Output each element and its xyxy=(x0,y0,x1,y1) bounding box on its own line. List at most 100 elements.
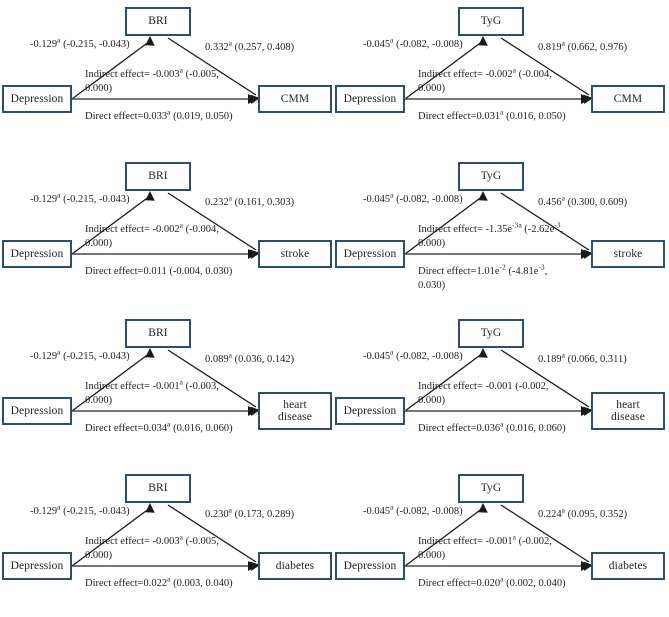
outcome-label: stroke xyxy=(280,247,310,260)
direct-path-arrow xyxy=(72,561,258,571)
mediator-node-bri: BRI xyxy=(125,474,191,503)
b-path-label: 0.819a (0.662, 0.976) xyxy=(538,38,628,53)
exposure-node-depression: Depression xyxy=(2,397,72,425)
direct-path-arrow xyxy=(405,561,591,571)
indirect-effect-label: Indirect effect= -0.003a (-0.005, 0.000) xyxy=(85,532,219,561)
direct-effect-label: Direct effect=0.036a (0.016, 0.060) xyxy=(418,419,566,434)
outcome-node-diabetes: diabetes xyxy=(258,552,332,580)
exposure-node-depression: Depression xyxy=(2,552,72,580)
mediator-label: TyG xyxy=(480,327,502,340)
exposure-node-depression: Depression xyxy=(335,552,405,580)
exposure-label: Depression xyxy=(343,247,397,260)
outcome-node-diabetes: diabetes xyxy=(591,552,665,580)
exposure-node-depression: Depression xyxy=(2,85,72,113)
mediator-label: TyG xyxy=(480,170,502,183)
mediator-node-tyg: TyG xyxy=(458,474,524,503)
path-arrows xyxy=(404,503,593,571)
mediation-panel-tyg-diabetes: Depression TyG diabetes -0.045a (-0.082,… xyxy=(333,467,668,617)
outcome-node-stroke: stroke xyxy=(591,240,665,268)
indirect-effect-label: Indirect effect= -0.001a (-0.002, 0.000) xyxy=(418,532,552,561)
mediator-label: TyG xyxy=(480,15,502,28)
direct-effect-label: Direct effect=0.031a (0.016, 0.050) xyxy=(418,107,566,122)
a-path-arrow xyxy=(71,36,155,100)
indirect-effect-label: Indirect effect= -0.001 (-0.002, 0.000) xyxy=(418,381,549,406)
exposure-label: Depression xyxy=(343,92,397,105)
direct-effect-label: Direct effect=0.011 (-0.004, 0.030) xyxy=(85,266,233,277)
direct-path-arrow xyxy=(72,249,258,259)
exposure-label: Depression xyxy=(10,559,64,572)
exposure-label: Depression xyxy=(10,92,64,105)
path-arrows xyxy=(71,348,260,416)
outcome-label: stroke xyxy=(613,247,643,260)
b-path-label: 0.230a (0.173, 0.289) xyxy=(205,505,295,520)
mediator-label: TyG xyxy=(480,482,502,495)
exposure-label: Depression xyxy=(343,559,397,572)
mediator-node-bri: BRI xyxy=(125,319,191,348)
mediator-label: BRI xyxy=(148,15,168,28)
mediator-node-bri: BRI xyxy=(125,7,191,36)
b-path-label: 0.224a (0.095, 0.352) xyxy=(538,505,628,520)
direct-path-arrow xyxy=(405,406,591,416)
b-path-label: 0.089a (0.036, 0.142) xyxy=(205,350,295,365)
exposure-node-depression: Depression xyxy=(335,85,405,113)
mediator-node-tyg: TyG xyxy=(458,162,524,191)
mediator-label: BRI xyxy=(148,327,168,340)
outcome-label: diabetes xyxy=(275,559,315,572)
direct-path-arrow xyxy=(72,406,258,416)
a-path-arrow xyxy=(404,348,488,412)
a-path-arrow xyxy=(71,191,155,255)
a-path-arrow xyxy=(404,503,488,567)
mediation-panel-bri-diabetes: Depression BRI diabetes -0.129a (-0.215,… xyxy=(0,467,335,617)
mediation-panel-tyg-stroke: Depression TyG stroke -0.045a (-0.082, -… xyxy=(333,155,668,305)
exposure-node-depression: Depression xyxy=(335,240,405,268)
exposure-node-depression: Depression xyxy=(335,397,405,425)
b-path-label: 0.332a (0.257, 0.408) xyxy=(205,38,295,53)
b-path-label: 0.189a (0.066, 0.311) xyxy=(538,350,627,365)
direct-effect-label: Direct effect=0.020a (0.002, 0.040) xyxy=(418,574,566,589)
direct-effect-label: Direct effect=1.01e-2 (-4.81e-3, 0.030) xyxy=(418,262,548,291)
a-path-label: -0.129a (-0.215, -0.043) xyxy=(30,347,130,362)
mediator-node-tyg: TyG xyxy=(458,7,524,36)
a-path-arrow xyxy=(71,348,155,412)
a-path-label: -0.045a (-0.082, -0.008) xyxy=(363,35,463,50)
outcome-label: CMM xyxy=(613,92,643,105)
path-arrows xyxy=(71,36,260,104)
exposure-label: Depression xyxy=(343,404,397,417)
a-path-label: -0.129a (-0.215, -0.043) xyxy=(30,35,130,50)
path-arrows xyxy=(404,191,593,259)
direct-path-arrow xyxy=(405,94,591,104)
outcome-label: CMM xyxy=(280,92,310,105)
mediator-node-tyg: TyG xyxy=(458,319,524,348)
mediation-panel-bri-cmm: Depression BRI CMM -0.129a (-0.215, -0.0… xyxy=(0,0,335,150)
a-path-arrow xyxy=(404,191,488,255)
mediator-label: BRI xyxy=(148,482,168,495)
outcome-node-cmm: CMM xyxy=(258,85,332,113)
indirect-effect-label: Indirect effect= -0.001a (-0.003, 0.000) xyxy=(85,377,219,406)
path-arrows xyxy=(404,36,593,104)
exposure-label: Depression xyxy=(10,247,64,260)
direct-path-arrow xyxy=(405,249,591,259)
a-path-label: -0.045a (-0.082, -0.008) xyxy=(363,502,463,517)
a-path-arrow xyxy=(71,503,155,567)
indirect-effect-label: Indirect effect= -0.003a (-0.005, 0.000) xyxy=(85,65,219,94)
indirect-effect-label: Indirect effect= -0.002a (-0.004, 0.000) xyxy=(85,220,219,249)
mediator-label: BRI xyxy=(148,170,168,183)
indirect-effect-label: Indirect effect= -0.002a (-0.004, 0.000) xyxy=(418,65,552,94)
direct-path-arrow xyxy=(72,94,258,104)
indirect-effect-label: Indirect effect= -1.35e-3a (-2.62e-3, 0.… xyxy=(418,220,564,249)
mediation-panel-bri-stroke: Depression BRI stroke -0.129a (-0.215, -… xyxy=(0,155,335,305)
outcome-label: diabetes xyxy=(608,559,648,572)
path-arrows xyxy=(71,191,260,259)
mediation-panel-tyg-cmm: Depression TyG CMM -0.045a (-0.082, -0.0… xyxy=(333,0,668,150)
b-path-label: 0.232a (0.161, 0.303) xyxy=(205,193,295,208)
direct-effect-label: Direct effect=0.022a (0.003, 0.040) xyxy=(85,574,233,589)
exposure-label: Depression xyxy=(10,404,64,417)
direct-effect-label: Direct effect=0.033a (0.019, 0.050) xyxy=(85,107,233,122)
exposure-node-depression: Depression xyxy=(2,240,72,268)
